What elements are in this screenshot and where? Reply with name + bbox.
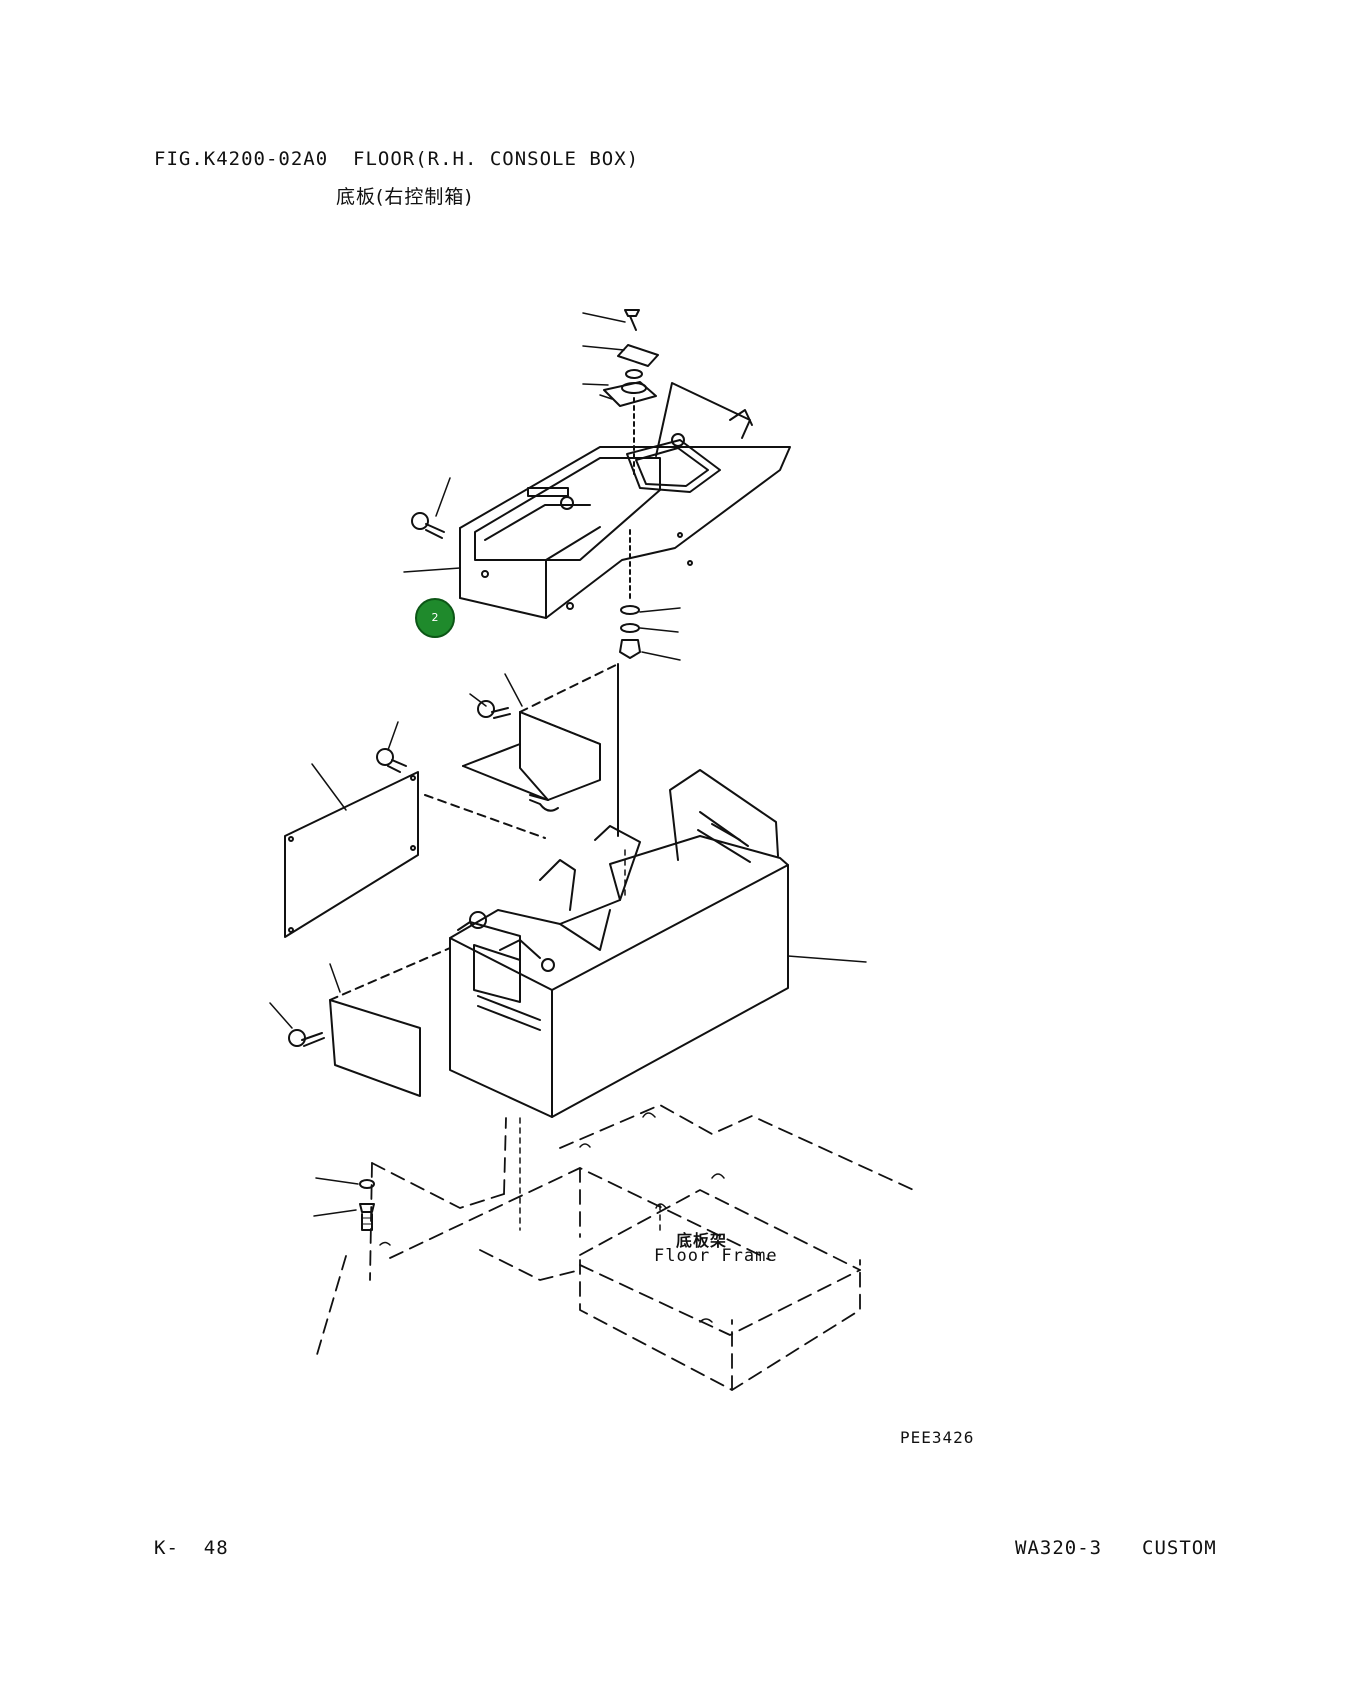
alignment-lines	[519, 849, 661, 1231]
callout-badge[interactable]: 2	[415, 598, 455, 638]
model-number: WA320-3	[1015, 1537, 1103, 1559]
floor-bolts	[313, 1177, 375, 1231]
console-box-body	[449, 769, 867, 1118]
drawing-code: PEE3426	[900, 1428, 975, 1447]
figure-title: FIG.K4200-02A0 FLOOR(R.H. CONSOLE BOX)	[154, 148, 640, 170]
floor-frame-holes	[379, 1112, 725, 1323]
edition-label: CUSTOM	[1142, 1537, 1217, 1559]
left-side-panel	[284, 763, 419, 938]
left-lower-panel	[269, 947, 451, 1097]
leader-lines-top	[403, 312, 681, 661]
plate-bolts	[376, 673, 523, 773]
floor-frame-label-cn: 底板架	[676, 1231, 728, 1250]
cover-bolt	[411, 512, 445, 539]
floor-frame-label-en: Floor Frame	[654, 1246, 778, 1266]
rear-plate	[424, 663, 619, 839]
page-number: K- 48	[154, 1537, 229, 1559]
console-cover	[459, 382, 791, 619]
floor-frame-outline	[315, 1104, 919, 1391]
figure-subtitle: 底板(右控制箱)	[336, 186, 473, 208]
top-hardware	[603, 309, 659, 659]
